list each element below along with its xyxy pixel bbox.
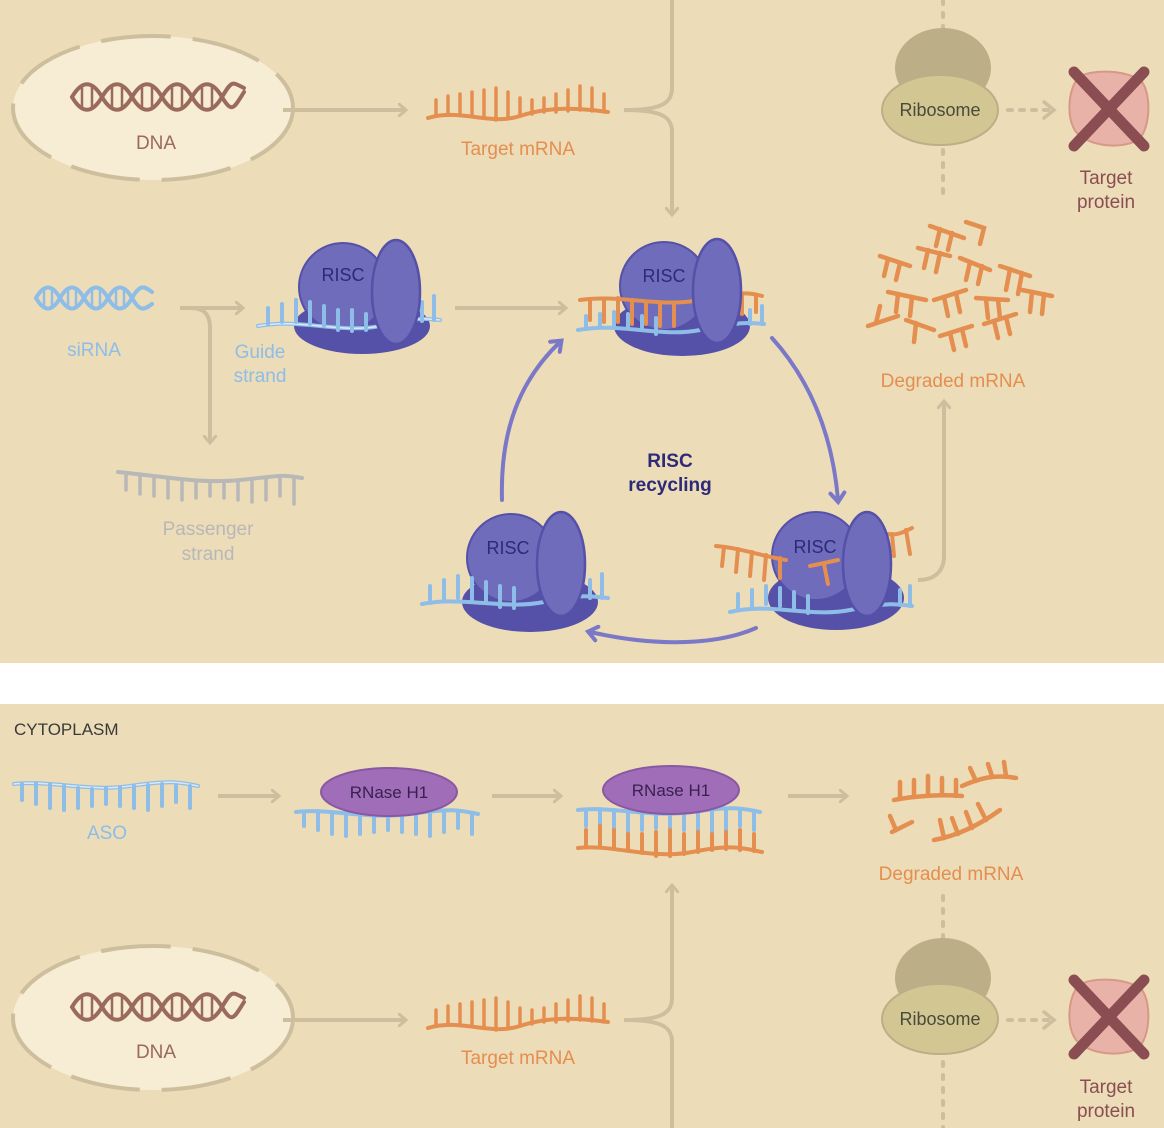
bottom-degraded-mrna-fragments-icon	[887, 759, 1019, 843]
risc-recycled-complex: RISC	[420, 510, 610, 632]
sirna-split-arrows	[180, 308, 242, 442]
top-target-protein: Target protein	[1068, 66, 1150, 213]
top-target-protein-line2: protein	[1077, 192, 1135, 213]
bottom-nucleus: DNA	[11, 944, 295, 1092]
passenger-strand-label-line2: strand	[182, 544, 235, 565]
bottom-dna-label: DNA	[136, 1042, 176, 1063]
top-target-mrna-icon	[426, 84, 610, 122]
top-ribosome-to-protein-arrow	[1006, 100, 1057, 120]
sirna-label: siRNA	[67, 340, 121, 361]
top-target-protein-line1: Target	[1080, 168, 1134, 189]
top-target-mrna-label: Target mRNA	[461, 139, 575, 160]
rnase-hybrid-label: RNase H1	[632, 781, 710, 800]
top-degraded-mrna-fragments-icon	[865, 219, 1055, 353]
risc-cleavage-complex: RISC	[714, 510, 914, 630]
top-ribosome: Ribosome	[881, 0, 999, 202]
cleavage-to-degraded-arrow	[917, 402, 944, 582]
bottom-blocked-cross-icon	[1068, 974, 1150, 1060]
sirna-helix-icon	[34, 285, 154, 311]
risc-recycling-label-line2: recycling	[628, 475, 711, 496]
top-dna-label: DNA	[136, 133, 176, 154]
risc-recycling-arrows	[499, 336, 847, 645]
risc-target-binding-complex: RISC	[576, 237, 766, 356]
bottom-dna-helix-icon	[70, 991, 246, 1022]
top-ribosome-label: Ribosome	[899, 100, 980, 120]
bottom-target-mrna-label: Target mRNA	[461, 1048, 575, 1069]
passenger-strand-icon	[116, 470, 304, 506]
top-dna-helix-icon	[70, 81, 246, 112]
bottom-degraded-mrna-label: Degraded mRNA	[879, 864, 1024, 885]
rnase-h1-label: RNase H1	[350, 783, 428, 802]
bottom-mrna-brace-arrow	[623, 886, 672, 1128]
guide-strand-label-line2: strand	[234, 366, 287, 387]
cytoplasm-label: CYTOPLASM	[14, 720, 119, 739]
bottom-ribosome: Ribosome	[881, 894, 999, 1128]
top-panel: DNA Target mRNA	[11, 0, 1150, 645]
passenger-strand-label-line1: Passenger	[163, 519, 255, 540]
risc-recycled-label: RISC	[486, 538, 529, 558]
rnase-aso-complex: RNase H1	[294, 767, 480, 838]
aso-strand-icon	[12, 780, 200, 812]
top-degraded-mrna-label: Degraded mRNA	[881, 371, 1026, 392]
risc-loading-label: RISC	[321, 265, 364, 285]
risc-target-label: RISC	[642, 266, 685, 286]
top-mrna-brace-arrow	[623, 0, 672, 214]
bottom-target-protein: Target protein	[1068, 974, 1150, 1122]
bottom-panel: CYTOPLASM ASO	[11, 720, 1150, 1128]
risc-recycling-label-line1: RISC	[647, 451, 693, 472]
risc-cleavage-label: RISC	[793, 537, 836, 557]
bottom-target-protein-line2: protein	[1077, 1101, 1135, 1122]
rnase-hybrid-complex: RNase H1	[576, 765, 764, 858]
bottom-ribosome-to-protein-arrow	[1006, 1010, 1057, 1030]
top-nucleus: DNA	[11, 34, 295, 182]
risc-loading-complex: RISC	[256, 238, 442, 354]
bottom-ribosome-label: Ribosome	[899, 1009, 980, 1029]
top-blocked-cross-icon	[1068, 66, 1150, 152]
aso-label: ASO	[87, 823, 127, 844]
guide-strand-label-line1: Guide	[235, 342, 286, 363]
bottom-target-protein-line1: Target	[1080, 1077, 1134, 1098]
bottom-target-mrna-icon	[426, 994, 610, 1032]
